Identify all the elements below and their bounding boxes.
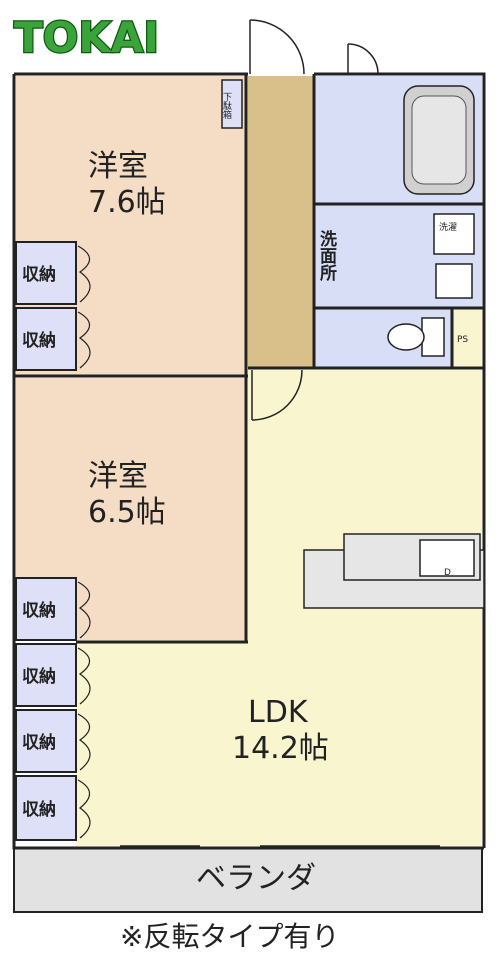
- ldk-name: LDK: [248, 695, 309, 730]
- storage-closets: [15, 241, 77, 841]
- pipe-space-label: PS: [457, 335, 468, 345]
- storage-closet: [15, 643, 77, 707]
- washing-machine-label: 洗濯: [439, 221, 457, 233]
- hallway: [248, 76, 314, 368]
- kitchen-counter: [303, 533, 485, 609]
- storage-label: 収納: [22, 666, 56, 687]
- reverse-type-note: ※反転タイプ有り: [120, 920, 339, 953]
- balcony-label: ベランダ: [196, 861, 316, 896]
- fridge-label: D: [444, 568, 451, 578]
- washroom-label: 洗面所: [316, 229, 337, 282]
- wash-basin: [435, 263, 473, 299]
- closet-doors: [77, 245, 91, 839]
- pipe-space: [452, 308, 482, 368]
- storage-closet: [15, 775, 77, 841]
- hall-door: [251, 369, 303, 421]
- storage-label: 収納: [22, 732, 56, 753]
- ldk-size: 14.2帖: [232, 731, 329, 766]
- western-room-1-name: 洋室: [88, 149, 148, 184]
- bathtub-inner: [411, 95, 467, 185]
- entrance-door: [249, 19, 305, 75]
- toilet-fixture: [387, 317, 445, 357]
- western-room-2-size: 6.5帖: [88, 495, 166, 530]
- storage-label: 収納: [22, 600, 56, 621]
- shoe-cabinet-label: 下駄箱: [221, 92, 232, 120]
- bath-door: [347, 43, 379, 75]
- tokai-logo: TOKAI: [13, 12, 161, 64]
- ldk-lower-left: [76, 640, 248, 846]
- storage-closet: [15, 307, 77, 371]
- western-room-2-name: 洋室: [88, 459, 148, 494]
- storage-label: 収納: [22, 264, 56, 285]
- shoe-cabinet: [221, 79, 243, 129]
- logo-text: TOKAI: [14, 13, 159, 62]
- storage-label: 収納: [22, 799, 56, 820]
- storage-label: 収納: [22, 330, 56, 351]
- storage-closet: [15, 709, 77, 773]
- balcony: [13, 847, 483, 913]
- western-room-1-size: 7.6帖: [88, 185, 166, 220]
- storage-closet: [15, 241, 77, 305]
- storage-closet: [15, 577, 77, 641]
- washing-machine: [433, 213, 475, 255]
